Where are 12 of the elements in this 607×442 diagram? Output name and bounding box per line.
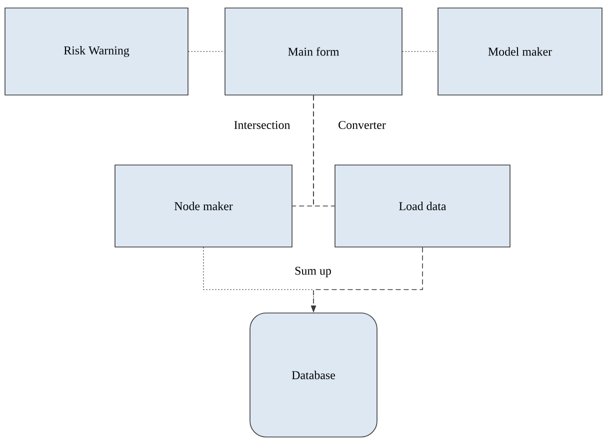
connector: [402, 51, 438, 52]
connector: [188, 51, 225, 52]
connector: [313, 95, 335, 206]
process-box: Main form: [224, 8, 402, 96]
edge-label: Intersection: [232, 120, 292, 130]
process-box: Load data: [334, 164, 510, 248]
edge-label: Sum up: [294, 266, 332, 278]
edge-label: Converter: [337, 120, 387, 130]
process-box: Node maker: [114, 164, 292, 248]
database-box: Database: [250, 312, 378, 438]
process-box: Model maker: [438, 8, 602, 96]
process-box: Risk Warning: [4, 8, 188, 96]
